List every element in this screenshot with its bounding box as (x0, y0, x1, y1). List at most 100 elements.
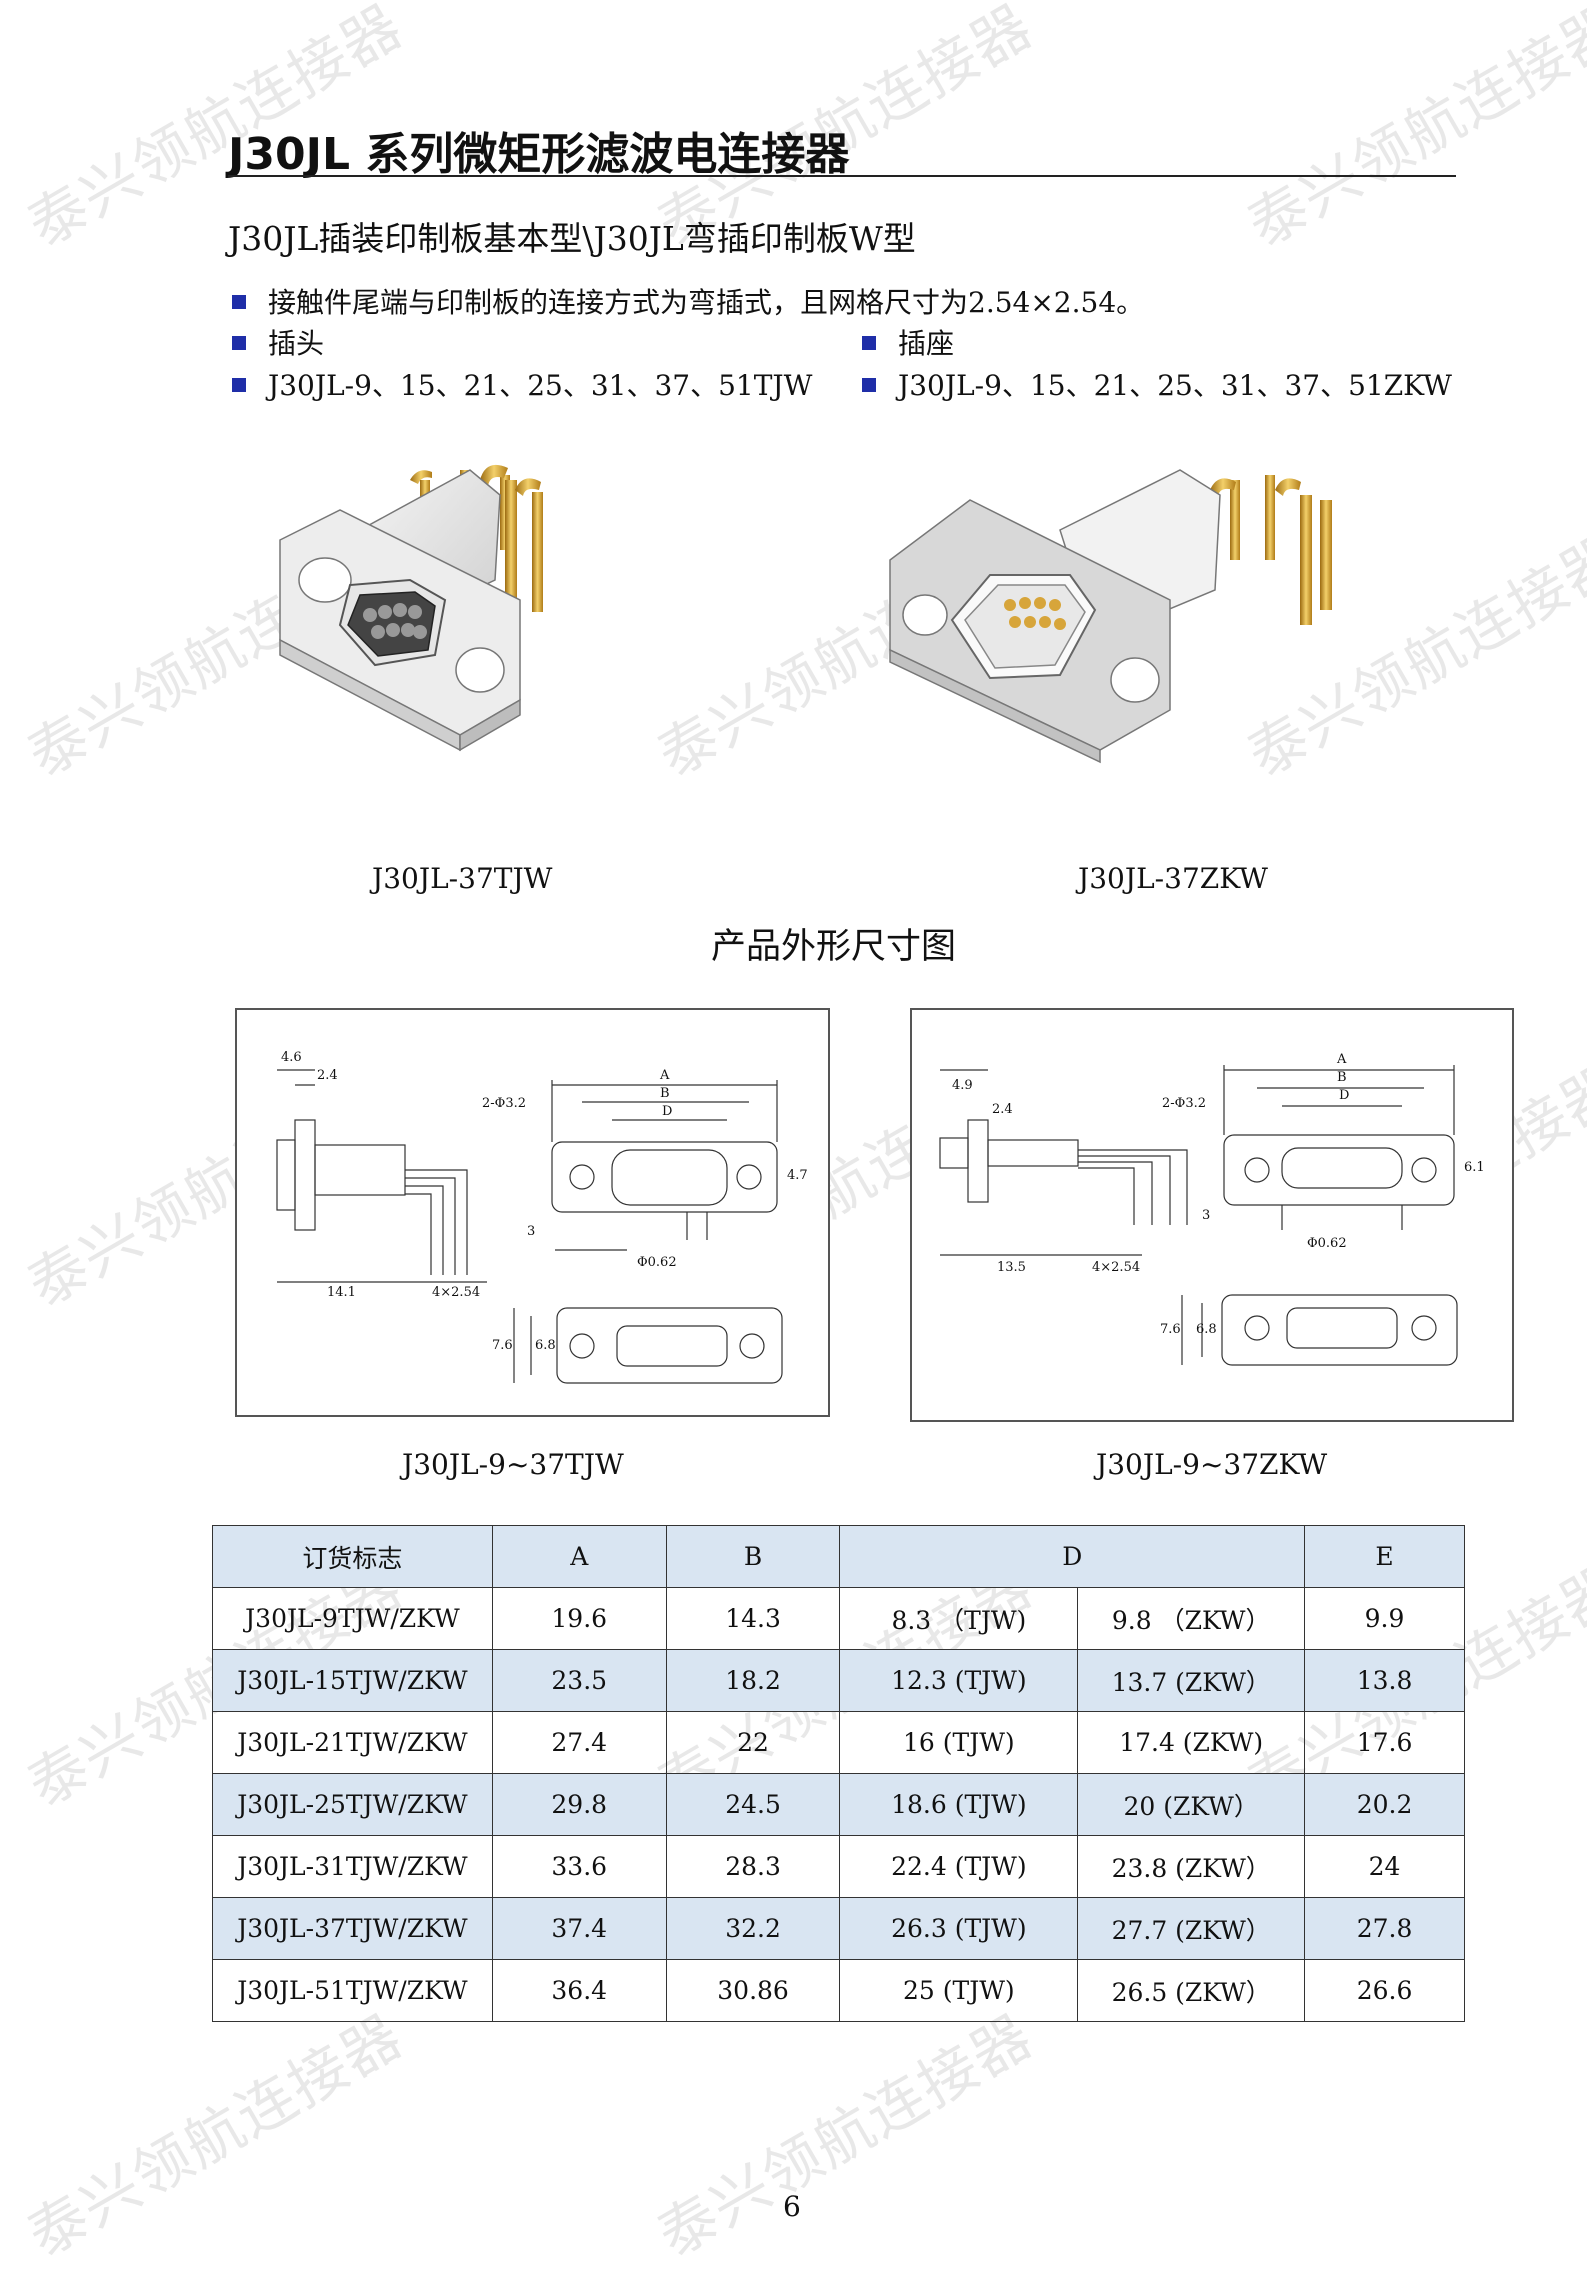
watermark: 泰兴领航连接器 (1236, 0, 1587, 261)
table-cell: J30JL-51TJW/ZKW (212, 1959, 493, 2022)
table-cell: 23.8 (ZKW） (1077, 1835, 1306, 1898)
dim-label: B (660, 1086, 670, 1101)
dim-label: 7.6 (492, 1338, 513, 1353)
table-header: D (839, 1525, 1306, 1588)
table-cell: 22 (665, 1711, 841, 1774)
dim-label: 2-Φ3.2 (1162, 1096, 1206, 1111)
table-cell: 12.3 (TJW) (839, 1649, 1079, 1712)
dimension-drawing-title: 产品外形尺寸图 (711, 927, 957, 967)
bullet-text: 插座 (898, 327, 955, 360)
dim-label: Φ0.62 (1307, 1236, 1347, 1251)
socket-photo-caption: J30JL-37ZKW (1078, 862, 1268, 895)
header-rule (228, 175, 1456, 177)
bullet-socket: 插座 (862, 322, 954, 362)
table-cell: 26.5 (ZKW） (1077, 1959, 1306, 2022)
bullet-text: 接触件尾端与印制板的连接方式为弯插式，且网格尺寸为2.54×2.54。 (268, 286, 1145, 319)
watermark: 泰兴领航连接器 (16, 2001, 415, 2271)
table-header: B (665, 1525, 841, 1588)
table-cell: 30.86 (665, 1959, 841, 2022)
bullet-square-icon (862, 377, 876, 392)
dim-label: 6.8 (1196, 1322, 1217, 1337)
table-cell: 23.5 (491, 1649, 667, 1712)
bullet-socket-models: J30JL-9、15、21、25、31、37、51ZKW (862, 364, 1452, 404)
table-row: J30JL-51TJW/ZKW 36.4 30.86 25 (TJW) 26.5… (212, 1959, 1465, 2022)
page-number: 6 (783, 2190, 801, 2223)
dim-label: Φ0.62 (637, 1255, 677, 1270)
table-cell: 26.3 (TJW) (839, 1897, 1079, 1960)
table-row: J30JL-25TJW/ZKW 29.8 24.5 18.6 (TJW) 20 … (212, 1773, 1465, 1836)
table-cell: 17.6 (1304, 1711, 1465, 1774)
table-cell: J30JL-25TJW/ZKW (212, 1773, 493, 1836)
bullet-text: J30JL-9、15、21、25、31、37、51ZKW (898, 369, 1452, 402)
table-cell: J30JL-15TJW/ZKW (212, 1649, 493, 1712)
dim-label: 4.6 (281, 1050, 302, 1065)
table-cell: 13.7 (ZKW） (1077, 1649, 1306, 1712)
socket-dimension-drawing: 4.9 2.4 2-Φ3.2 A B D 6.1 3 Φ0.62 13.5 4×… (910, 1008, 1514, 1422)
table-header-row: 订货标志 A B D E (212, 1525, 1465, 1588)
table-cell: 37.4 (491, 1897, 667, 1960)
table-cell: 33.6 (491, 1835, 667, 1898)
bullet-plug-models: J30JL-9、15、21、25、31、37、51TJW (232, 364, 812, 404)
dimension-table: 订货标志 A B D E J30JL-9TJW/ZKW 19.6 14.3 8.… (212, 1525, 1465, 2022)
dim-label: 2-Φ3.2 (482, 1096, 526, 1111)
table-cell: 9.8 （ZKW） (1077, 1587, 1306, 1650)
table-cell: 20 (ZKW） (1077, 1773, 1306, 1836)
page-header-title: J30JL 系列微矩形滤波电连接器 (228, 129, 850, 180)
table-cell: 20.2 (1304, 1773, 1465, 1836)
table-cell: 36.4 (491, 1959, 667, 2022)
bullet-description: 接触件尾端与印制板的连接方式为弯插式，且网格尺寸为2.54×2.54。 (232, 281, 1144, 321)
dim-label: 2.4 (317, 1068, 338, 1083)
bullet-square-icon (862, 335, 876, 350)
dim-label: 14.1 (327, 1285, 356, 1300)
socket-drawing-caption: J30JL-9~37ZKW (1096, 1448, 1328, 1481)
dim-label: A (1337, 1052, 1347, 1067)
table-cell: J30JL-37TJW/ZKW (212, 1897, 493, 1960)
dim-label: 2.4 (992, 1102, 1013, 1117)
table-cell: 24 (1304, 1835, 1465, 1898)
dim-label: D (1339, 1088, 1350, 1103)
table-cell: 17.4 (ZKW) (1077, 1711, 1306, 1774)
dim-label: 7.6 (1160, 1322, 1181, 1337)
table-cell: 22.4 (TJW) (839, 1835, 1079, 1898)
table-row: J30JL-21TJW/ZKW 27.4 22 16 (TJW) 17.4 (Z… (212, 1711, 1465, 1774)
section-subtitle: J30JL插装印制板基本型\J30JL弯插印制板W型 (228, 219, 916, 258)
dim-label: 3 (1202, 1208, 1211, 1223)
table-header: 订货标志 (212, 1525, 493, 1588)
table-cell: 27.8 (1304, 1897, 1465, 1960)
table-cell: 27.7 (ZKW） (1077, 1897, 1306, 1960)
table-cell: 25 (TJW) (839, 1959, 1079, 2022)
bullet-square-icon (232, 335, 246, 350)
table-cell: 18.2 (665, 1649, 841, 1712)
table-cell: 26.6 (1304, 1959, 1465, 2022)
bullet-square-icon (232, 294, 246, 309)
table-row: J30JL-37TJW/ZKW 37.4 32.2 26.3 (TJW) 27.… (212, 1897, 1465, 1960)
table-row: J30JL-31TJW/ZKW 33.6 28.3 22.4 (TJW) 23.… (212, 1835, 1465, 1898)
table-cell: J30JL-31TJW/ZKW (212, 1835, 493, 1898)
plug-connector-illustration (279, 464, 543, 752)
table-cell: J30JL-9TJW/ZKW (212, 1587, 493, 1650)
dim-label: 6.8 (535, 1338, 556, 1353)
bullet-text: J30JL-9、15、21、25、31、37、51TJW (268, 369, 813, 402)
table-cell: 14.3 (665, 1587, 841, 1650)
socket-drawing-lines (939, 1065, 1458, 1366)
plug-drawing-lines (276, 1069, 783, 1384)
table-cell: 24.5 (665, 1773, 841, 1836)
dim-label: 13.5 (997, 1260, 1026, 1275)
table-row: J30JL-9TJW/ZKW 19.6 14.3 8.3 （TJW) 9.8 （… (212, 1587, 1465, 1650)
dim-label: 4×2.54 (1092, 1260, 1141, 1275)
table-cell: J30JL-21TJW/ZKW (212, 1711, 493, 1774)
table-row: J30JL-15TJW/ZKW 23.5 18.2 12.3 (TJW) 13.… (212, 1649, 1465, 1712)
plug-photo-caption: J30JL-37TJW (372, 862, 553, 895)
table-cell: 28.3 (665, 1835, 841, 1898)
table-cell: 27.4 (491, 1711, 667, 1774)
dim-label: 3 (527, 1224, 536, 1239)
plug-drawing-caption: J30JL-9~37TJW (402, 1448, 624, 1481)
bullet-text: 插头 (268, 327, 325, 360)
dim-label: 6.1 (1464, 1160, 1485, 1175)
table-cell: 19.6 (491, 1587, 667, 1650)
table-cell: 8.3 （TJW) (839, 1587, 1079, 1650)
dim-label: D (662, 1104, 673, 1119)
table-cell: 32.2 (665, 1897, 841, 1960)
table-header: A (491, 1525, 667, 1588)
bullet-plug: 插头 (232, 322, 324, 362)
